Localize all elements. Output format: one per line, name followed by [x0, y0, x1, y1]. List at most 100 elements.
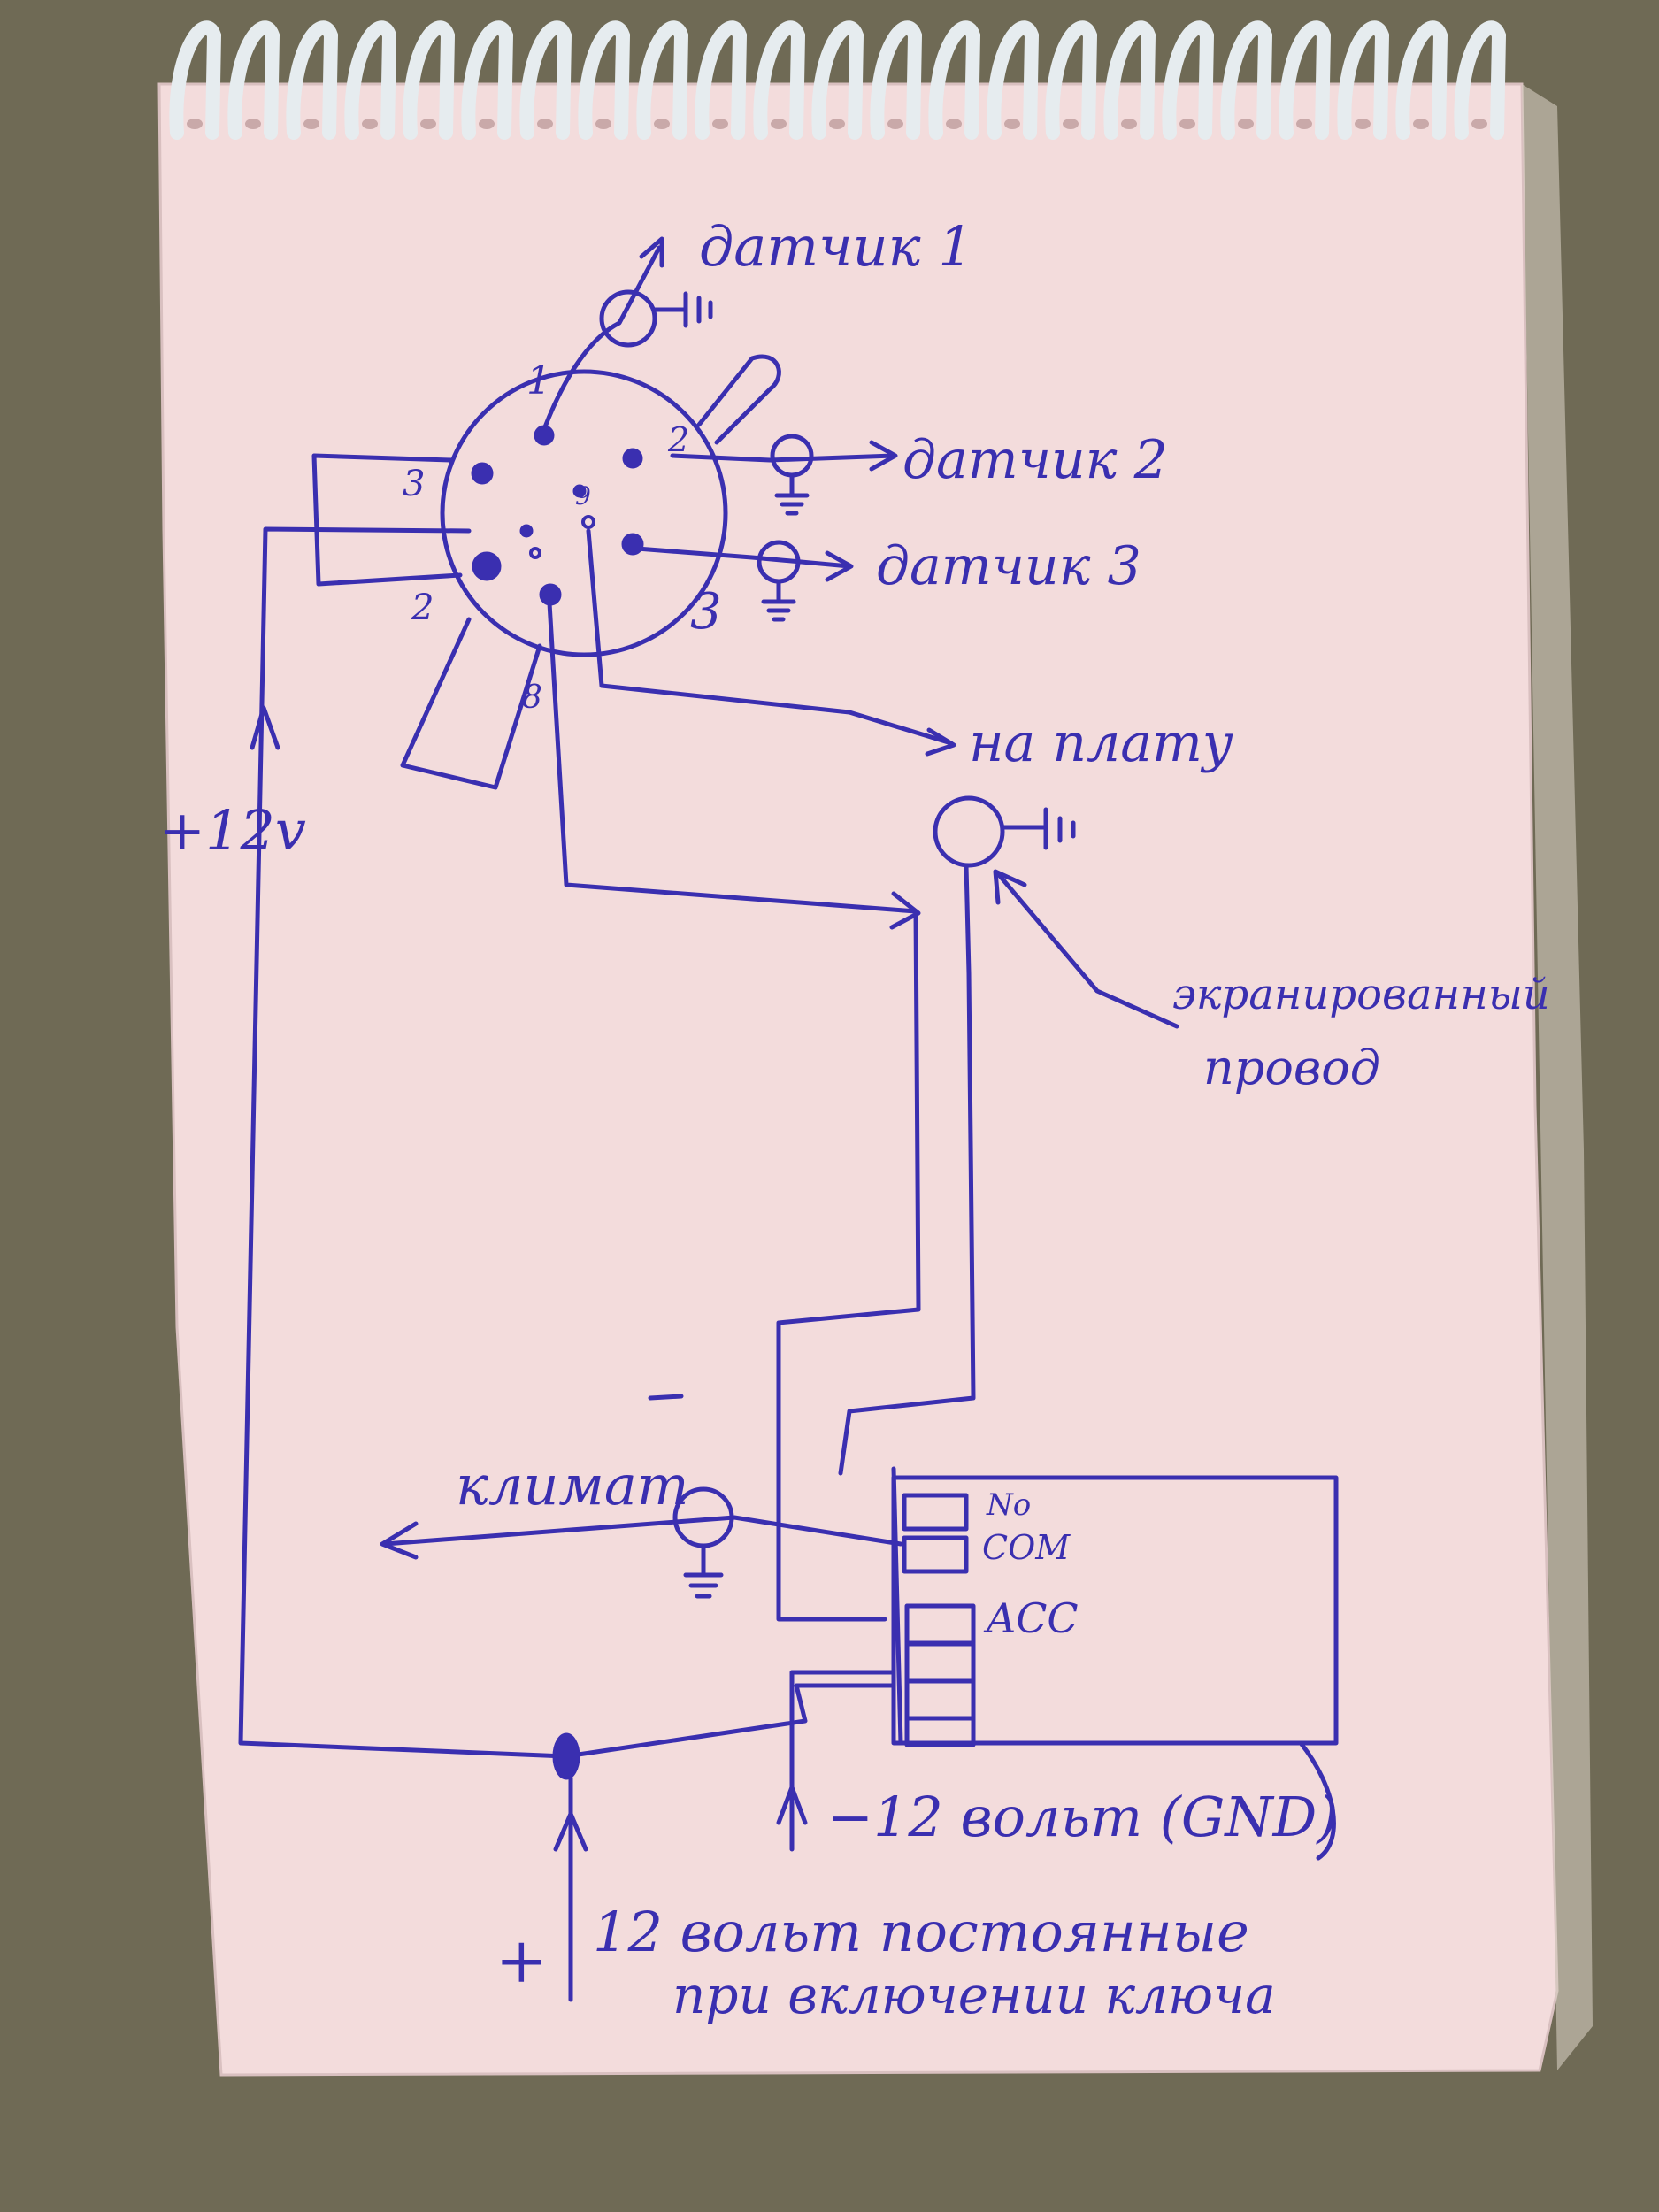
sensor2-lead	[670, 453, 896, 463]
climate-wire	[382, 1515, 903, 1547]
board-signal-wire	[586, 528, 954, 746]
spiral-ring	[1103, 20, 1156, 140]
spiral-hole	[187, 119, 203, 129]
connector-flange-left	[311, 453, 463, 587]
connector-circle	[440, 369, 728, 657]
spiral-ring	[169, 20, 222, 140]
relay-slot-no	[902, 1493, 969, 1532]
climate-tick	[648, 1394, 684, 1401]
pin-number-2-right: 2	[667, 420, 689, 459]
spiral-hole	[1121, 119, 1137, 129]
shielded-wire-pointer	[997, 873, 1179, 1029]
spiral-ring	[811, 20, 864, 140]
spiral-hole	[595, 119, 611, 129]
spiral-hole	[362, 119, 378, 129]
board-connector-ground	[1000, 807, 1076, 850]
pin-1	[534, 425, 555, 446]
pin-number-9: 9	[575, 481, 591, 511]
spiral-ring	[1279, 20, 1332, 140]
spiral-hole	[420, 119, 436, 129]
spiral-hole	[245, 119, 261, 129]
power-junction-dot	[552, 1732, 580, 1780]
spiral-hole	[1471, 119, 1487, 129]
relay-bus	[891, 1466, 903, 1746]
board-trunk-wire	[838, 863, 976, 1476]
sensor2-label: датчик 2	[902, 429, 1168, 491]
plus12v-label: +12v	[159, 798, 306, 863]
sensor1-lead	[541, 245, 662, 432]
spiral-ring	[695, 20, 748, 140]
plus12v-wire	[238, 526, 569, 1759]
spiral-hole	[887, 119, 903, 129]
plus12v-arrow	[250, 705, 280, 750]
sensor3-lead	[634, 546, 852, 569]
spiral-hole	[829, 119, 845, 129]
relay-no-label: No	[986, 1487, 1031, 1523]
ink-wiring	[238, 236, 1339, 2002]
relay-acc-label: ACC	[983, 1594, 1079, 1642]
sensor3-ground	[761, 579, 796, 622]
climate-label: климат	[456, 1453, 689, 1517]
sensor1-ground	[652, 291, 713, 328]
spiral-ring	[1220, 20, 1273, 140]
spiral-ring	[1337, 20, 1390, 140]
sensor1-arrow	[639, 236, 664, 268]
connector-pins	[471, 425, 644, 1780]
pin8-wire	[546, 586, 921, 1622]
spiral-ring	[519, 20, 572, 140]
sensor3-arrow	[825, 550, 854, 582]
spiral-ring	[461, 20, 514, 140]
spiral-hole	[1296, 119, 1312, 129]
spiral-ring	[403, 20, 456, 140]
pin8-arrow	[889, 891, 921, 930]
spiral-ring	[227, 20, 280, 140]
spiral-ring	[636, 20, 689, 140]
notebook-page	[157, 82, 1559, 2077]
spiral-ring	[1395, 20, 1448, 140]
pin-9	[581, 515, 595, 529]
plus-sign-label: +	[495, 1924, 548, 1997]
shielded-wire-arrow	[993, 869, 1027, 905]
pin-number-8: 8	[522, 680, 542, 716]
feed-wire	[564, 1683, 896, 1759]
shielded-wire-label-line1: экранированный	[1172, 970, 1550, 1019]
spiral-hole	[1004, 119, 1020, 129]
permanent12v-arrow	[553, 1811, 588, 1852]
permanent12v-label-line1: 12 вольт постоянные	[593, 1900, 1249, 1964]
sensor1-label: датчик 1	[699, 214, 973, 279]
spiral-ring	[870, 20, 923, 140]
pin-number-3-left: 3	[403, 464, 425, 504]
spiral-hole	[1179, 119, 1195, 129]
spiral-hole	[303, 119, 319, 129]
sensor2-arrow	[869, 440, 898, 472]
relay-slot-com	[902, 1535, 969, 1574]
connector-flange-bottom	[400, 617, 542, 790]
spiral-hole	[479, 119, 495, 129]
permanent12v-label-line2: при включении ключа	[672, 1965, 1276, 2025]
labels: датчик 1 датчик 2 датчик 3 на плату +12v…	[159, 214, 1550, 2025]
spiral-ring	[344, 20, 397, 140]
climate-ground	[683, 1543, 724, 1599]
page-shadow	[1522, 84, 1593, 2070]
pin-number-1: 1	[526, 358, 551, 403]
spiral-hole	[1063, 119, 1079, 129]
connector-flange-top	[696, 354, 781, 445]
board-signal-arrow	[925, 727, 956, 757]
climate-arrow	[380, 1521, 419, 1560]
spiral-ring	[1454, 20, 1507, 140]
spiral-hole	[654, 119, 670, 129]
sensor2-ground	[774, 472, 810, 516]
relay-slot-6	[904, 1716, 976, 1747]
to-board-label: на плату	[969, 712, 1233, 774]
spiral-hole	[537, 119, 553, 129]
sensor3-label: датчик 3	[876, 535, 1141, 597]
board-connector-symbol	[933, 795, 1005, 868]
pin-center-top	[572, 484, 587, 498]
spiral-ring	[578, 20, 631, 140]
spiral-ring	[753, 20, 806, 140]
pin-number-2-left: 2	[411, 588, 434, 628]
sensor1-symbol	[599, 289, 657, 348]
spiral-hole	[946, 119, 962, 129]
pin-2-left	[472, 551, 502, 581]
